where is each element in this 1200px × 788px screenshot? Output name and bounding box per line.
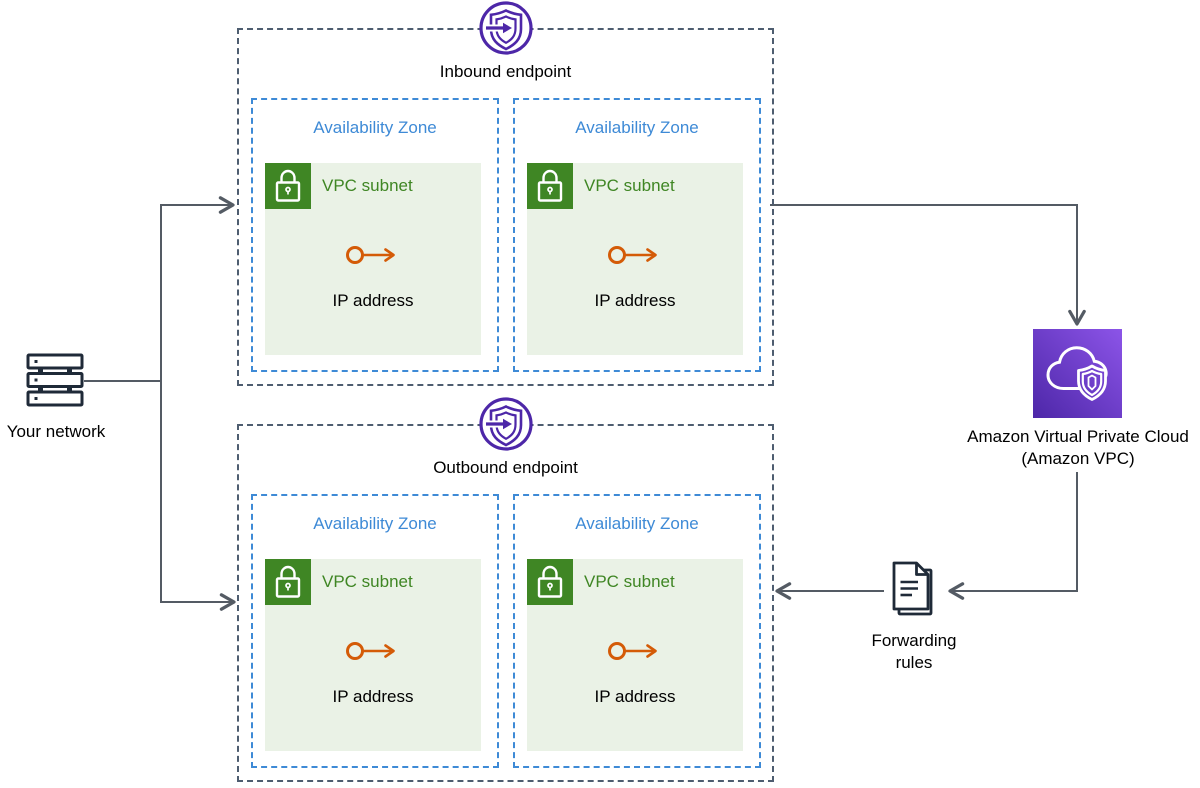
availability-zone-label: Availability Zone <box>575 514 699 533</box>
server-icon <box>26 353 84 407</box>
ip-address-label: IP address <box>594 687 676 706</box>
your-network-label: Your network <box>6 422 106 441</box>
ip-address-label: IP address <box>332 687 414 706</box>
vpc-subnet-label: VPC subnet <box>584 572 675 591</box>
availability-zone-label: Availability Zone <box>313 514 437 533</box>
amazon-vpc-label-line2: (Amazon VPC) <box>1021 449 1135 468</box>
ip-address-label: IP address <box>332 291 414 310</box>
arrow-vpc-to-forwarding <box>948 472 1078 600</box>
vpc-subnet-label: VPC subnet <box>584 176 675 195</box>
availability-zone-label: Availability Zone <box>575 118 699 137</box>
amazon-vpc-label: Amazon Virtual Private Cloud (Amazon VPC… <box>940 426 1200 470</box>
amazon-vpc-label-line1: Amazon Virtual Private Cloud <box>967 427 1189 446</box>
availability-zone-label: Availability Zone <box>313 118 437 137</box>
arrow-to-outbound <box>160 381 236 611</box>
lock-icon <box>265 559 311 605</box>
ip-address-icon <box>607 637 663 665</box>
amazon-vpc-icon <box>1033 329 1122 418</box>
forwarding-rules-label-line2: rules <box>895 653 933 672</box>
arrow-to-inbound <box>160 196 235 381</box>
availability-zone: Availability Zone VPC subnet <box>251 98 499 372</box>
ip-address-label: IP address <box>594 291 676 310</box>
vpc-subnet: VPC subnet IP address <box>265 163 481 355</box>
vpc-subnet-label: VPC subnet <box>322 572 413 591</box>
availability-zone: Availability Zone VPC subnet <box>513 98 761 372</box>
inbound-endpoint-icon <box>478 0 534 56</box>
ip-address-icon <box>345 637 401 665</box>
arrow-inbound-to-vpc <box>770 204 1086 326</box>
lock-icon <box>527 163 573 209</box>
forwarding-rules-label: Forwarding rules <box>839 630 989 674</box>
outbound-endpoint-group: Outbound endpoint Availability Zone VPC … <box>237 397 774 782</box>
ip-address-icon <box>607 241 663 269</box>
outbound-endpoint-label: Outbound endpoint <box>433 458 578 477</box>
forwarding-rules-document-icon <box>887 561 941 619</box>
vpc-subnet-label: VPC subnet <box>322 176 413 195</box>
vpc-subnet: VPC subnet IP address <box>265 559 481 751</box>
lock-icon <box>527 559 573 605</box>
lock-icon <box>265 163 311 209</box>
availability-zone: Availability Zone VPC subnet <box>251 494 499 768</box>
inbound-endpoint-group: Inbound endpoint Availability Zone VPC s… <box>237 1 774 386</box>
outbound-endpoint-icon <box>478 396 534 452</box>
forwarding-rules-label-line1: Forwarding <box>871 631 957 650</box>
ip-address-icon <box>345 241 401 269</box>
availability-zone: Availability Zone VPC subnet <box>513 494 761 768</box>
inbound-endpoint-label: Inbound endpoint <box>439 62 572 81</box>
vpc-subnet: VPC subnet IP address <box>527 559 743 751</box>
vpc-subnet: VPC subnet IP address <box>527 163 743 355</box>
